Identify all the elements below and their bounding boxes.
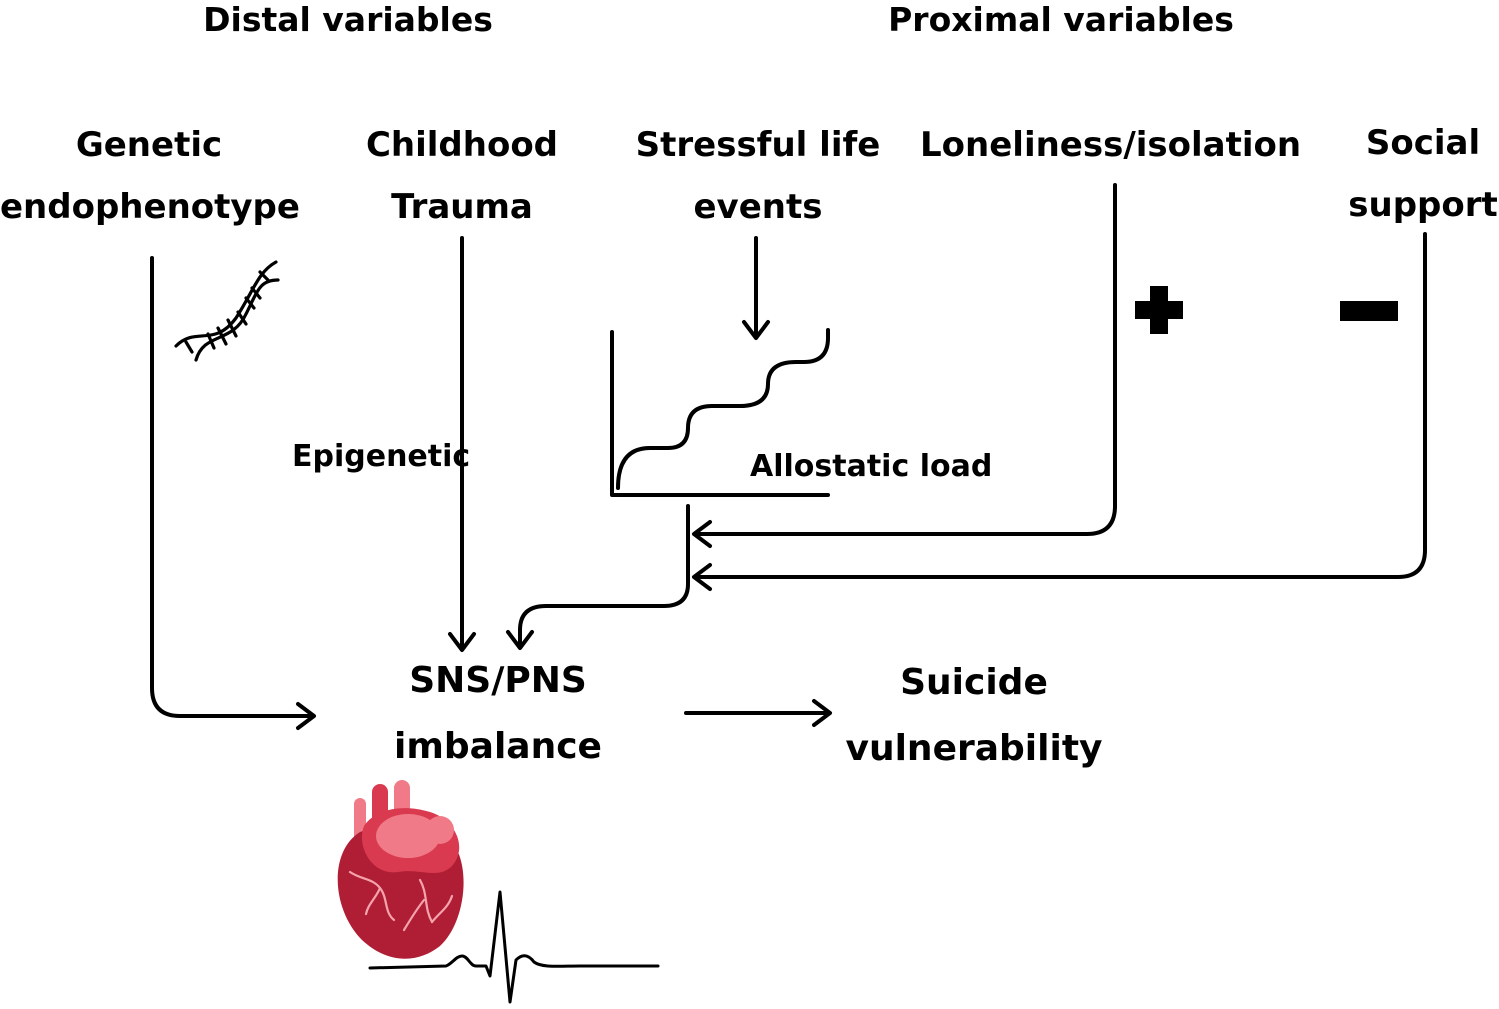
arrowhead-allostatic <box>506 630 534 650</box>
node-stressful-line2: events <box>693 187 823 227</box>
arrow-genetic-to-sns <box>150 256 314 718</box>
node-childhood-line1: Childhood <box>365 125 559 165</box>
dna-icon <box>174 260 280 362</box>
node-genetic-line1: Genetic <box>75 125 223 165</box>
node-social-line2: support <box>1348 185 1498 225</box>
node-stressful-line1: Stressful life <box>635 125 881 165</box>
arrowhead-social <box>692 563 712 591</box>
ecg-waveform-icon <box>368 890 660 1004</box>
arrow-loneliness <box>694 183 1117 536</box>
node-genetic-endophenotype: Genetic endophenotype <box>0 114 300 238</box>
arrowhead-sns-to-suicide <box>812 699 832 727</box>
header-distal-text: Distal variables <box>203 0 493 39</box>
allostatic-curve <box>616 328 830 490</box>
allostatic-axes <box>610 330 830 497</box>
node-sns-line1: SNS/PNS <box>409 660 587 701</box>
node-suicide-line2: vulnerability <box>845 728 1103 769</box>
minus-sign-icon <box>1340 301 1398 321</box>
node-suicide-line1: Suicide <box>900 662 1048 703</box>
node-sns-pns-imbalance: SNS/PNS imbalance <box>380 648 616 780</box>
arrowhead-genetic <box>296 702 316 730</box>
node-childhood-line2: Trauma <box>391 187 533 227</box>
node-loneliness-isolation: Loneliness/isolation <box>920 114 1302 176</box>
node-loneliness-line1: Loneliness/isolation <box>920 125 1302 165</box>
header-proximal-text: Proximal variables <box>888 0 1234 39</box>
node-stressful-life-events: Stressful life events <box>632 114 884 238</box>
arrow-allostatic-to-sns <box>518 504 690 648</box>
node-suicide-vulnerability: Suicide vulnerability <box>836 650 1112 782</box>
header-proximal-variables: Proximal variables <box>880 0 1242 40</box>
node-sns-line2: imbalance <box>394 726 602 767</box>
node-genetic-line2: endophenotype <box>0 187 300 227</box>
header-distal-variables: Distal variables <box>194 0 502 40</box>
plus-sign-icon <box>1135 286 1183 334</box>
arrow-social <box>694 232 1427 579</box>
heart-icon <box>337 780 464 959</box>
node-childhood-trauma: Childhood Trauma <box>352 114 572 238</box>
node-social-line1: Social <box>1365 123 1481 163</box>
node-social-support: Social support <box>1348 112 1498 236</box>
arrowhead-loneliness <box>692 520 712 548</box>
arrowhead-childhood <box>448 632 476 652</box>
label-allostatic-load: Allostatic load <box>750 449 993 484</box>
label-epigenetic: Epigenetic <box>292 439 471 474</box>
arrowhead-stress <box>742 320 770 340</box>
